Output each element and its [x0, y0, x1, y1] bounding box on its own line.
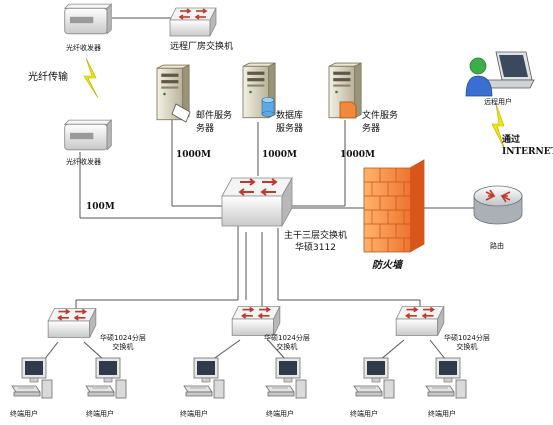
terminal-pc-4-icon [265, 357, 307, 399]
mail-link-speed: 1000M [176, 150, 212, 160]
fiber-lightning-icon [83, 57, 99, 99]
database-cylinder-icon [261, 97, 275, 117]
terminal-pc-1-icon [11, 357, 53, 399]
internet-lightning-icon [491, 103, 506, 151]
access-switch-2-icon [231, 305, 281, 337]
remote-user-label: 远程用户 [484, 98, 512, 106]
firewall-icon [363, 159, 425, 253]
access-switch-3-label: 华硕1024分层 交换机 [444, 334, 490, 351]
access-switch-2-label: 华硕1024分层 交换机 [264, 334, 310, 351]
file-document-icon [339, 101, 357, 119]
mail-envelope-icon [171, 103, 191, 123]
database-server-label: 数据库 服务器 [276, 111, 304, 134]
remote-plant-switch-label: 远程厂房交换机 [170, 42, 234, 52]
terminal-pc-5-icon [353, 357, 395, 399]
terminal-pc-6-icon [425, 357, 467, 399]
connection-lines [43, 17, 474, 361]
terminal-user-2-label: 终端用户 [86, 410, 114, 418]
terminal-user-3-label: 终端用户 [180, 410, 208, 418]
mail-server-label: 邮件服务 务器 [196, 111, 233, 134]
remote-plant-switch-icon [169, 7, 217, 37]
file-link-speed: 1000M [340, 150, 376, 160]
terminal-pc-2-icon [85, 357, 127, 399]
database-link-speed: 1000M [262, 150, 298, 160]
optical-transceiver-bottom-icon [64, 119, 112, 151]
via-internet-label: 通过 INTERNET [502, 135, 553, 157]
file-server-label: 文件服务 务器 [362, 111, 399, 134]
router-label: 路由 [490, 242, 504, 250]
terminal-pc-3-icon [183, 357, 225, 399]
terminal-user-1-label: 终端用户 [10, 410, 38, 418]
access-switch-1-icon [47, 307, 97, 339]
transceiver-link-speed: 100M [86, 202, 115, 212]
access-switch-3-icon [395, 305, 445, 337]
router-icon [473, 185, 523, 225]
remote-user-laptop-icon [465, 51, 535, 97]
terminal-user-4-label: 终端用户 [266, 410, 294, 418]
terminal-user-5-label: 终端用户 [350, 410, 378, 418]
core-switch-label: 主干三层交换机 华硕3112 [284, 231, 348, 253]
fiber-transmission-label: 光纤传输 [28, 72, 68, 83]
firewall-label: 防火墙 [372, 260, 402, 271]
optical-transceiver-top-label: 光纤收发器 [66, 44, 101, 52]
optical-transceiver-bottom-label: 光纤收发器 [66, 158, 101, 166]
terminal-user-6-label: 终端用户 [428, 410, 456, 418]
optical-transceiver-top-icon [64, 3, 112, 35]
core-switch-icon [221, 176, 293, 228]
access-switch-1-label: 华硕1024分层 交换机 [100, 334, 146, 351]
